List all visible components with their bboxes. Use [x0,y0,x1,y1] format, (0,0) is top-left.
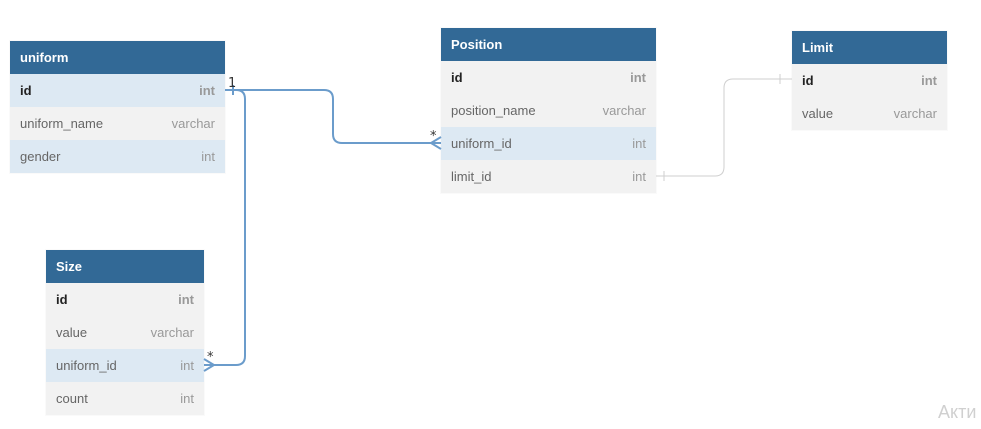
field-row-uniform-id[interactable]: id int [10,74,225,107]
cardinality-one-label: 1 [228,76,236,91]
field-name: id [802,73,814,88]
link-position-limit[interactable] [656,78,792,177]
field-row-limit-id[interactable]: id int [792,64,947,97]
field-row-position-limit-id[interactable]: limit_id int [441,160,656,193]
link-uniform-position[interactable] [225,89,441,144]
field-type: int [178,292,194,307]
field-type: int [201,149,215,164]
field-type: int [180,391,194,406]
field-type: int [180,358,194,373]
field-row-uniform-name[interactable]: uniform_name varchar [10,107,225,140]
field-name: value [56,325,88,340]
field-row-position-id[interactable]: id int [441,61,656,94]
field-row-size-count[interactable]: count int [46,382,204,415]
table-header-uniform[interactable]: uniform [10,41,225,74]
field-row-limit-value[interactable]: value varchar [792,97,947,130]
field-name: uniform_id [56,358,117,373]
crowfoot-size-icon [203,358,216,372]
field-name: position_name [451,103,536,118]
field-name: count [56,391,88,406]
field-row-size-value[interactable]: value varchar [46,316,204,349]
table-size[interactable]: Size id int value varchar uniform_id int… [46,250,204,415]
field-row-position-uniform-id[interactable]: uniform_id int [441,127,656,160]
field-name: id [56,292,68,307]
field-type: varchar [602,103,646,118]
cardinality-many-position-label: * [430,129,437,144]
field-type: int [632,169,646,184]
cardinality-many-size-label: * [207,350,214,365]
table-position[interactable]: Position id int position_name varchar un… [441,28,656,193]
table-limit[interactable]: Limit id int value varchar [792,31,947,130]
field-name: uniform_name [20,116,104,131]
table-header-limit[interactable]: Limit [792,31,947,64]
field-type: int [632,136,646,151]
field-type: varchar [171,116,215,131]
field-row-position-name[interactable]: position_name varchar [441,94,656,127]
link-uniform-size[interactable] [204,89,246,366]
activation-watermark: Акти [938,402,977,422]
table-header-position[interactable]: Position [441,28,656,61]
field-type: varchar [150,325,194,340]
field-name: id [20,83,32,98]
crowfoot-position-icon [429,136,442,150]
field-name: id [451,70,463,85]
field-name: limit_id [451,169,492,184]
field-type: int [199,83,215,98]
field-name: gender [20,149,61,164]
field-type: varchar [893,106,937,121]
table-header-size[interactable]: Size [46,250,204,283]
field-row-size-id[interactable]: id int [46,283,204,316]
field-row-uniform-gender[interactable]: gender int [10,140,225,173]
field-name: value [802,106,834,121]
field-type: int [630,70,646,85]
table-uniform[interactable]: uniform id int uniform_name varchar gend… [10,41,225,173]
field-type: int [921,73,937,88]
field-name: uniform_id [451,136,512,151]
field-row-size-uniform-id[interactable]: uniform_id int [46,349,204,382]
